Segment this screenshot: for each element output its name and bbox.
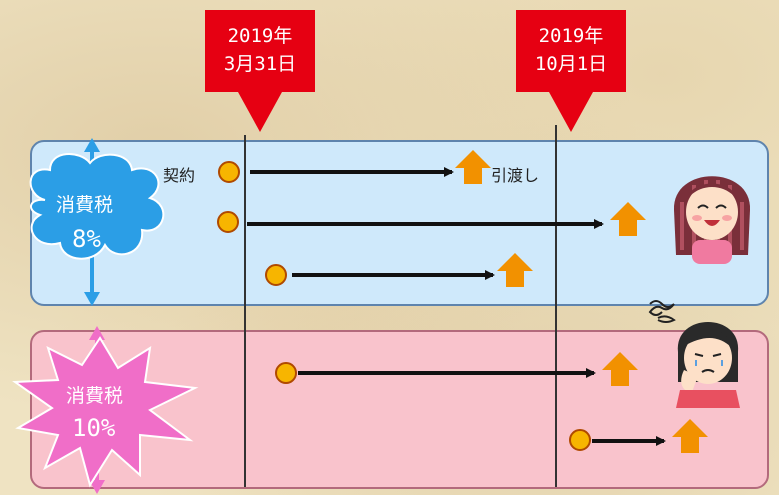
- timeline-row-5: [569, 419, 708, 453]
- date-flag-march: 2019年 3月31日: [205, 10, 315, 92]
- timeline-row-1: [218, 150, 491, 184]
- contract-label: 契約: [163, 166, 196, 185]
- date-line-march: [244, 135, 246, 487]
- tax-10-period-panel: [30, 330, 769, 489]
- date-flag-year: 2019年: [538, 25, 604, 47]
- timeline-row-3: [265, 253, 533, 287]
- tax-10-rate: 10%: [72, 414, 116, 442]
- tax-10-title: 消費税: [66, 385, 124, 407]
- worried-woman-icon: [648, 300, 740, 408]
- date-flag-october: 2019年 10月1日: [516, 10, 626, 92]
- burst-shape: [12, 336, 199, 488]
- cloud-shape: [29, 152, 165, 260]
- date-flag-day: 10月1日: [534, 53, 608, 75]
- worry-scribble-icon: [648, 300, 676, 323]
- date-line-october: [555, 125, 557, 487]
- timeline-row-4: [275, 352, 638, 386]
- delivery-label: 引渡し: [491, 166, 540, 185]
- happy-woman-icon: [673, 176, 751, 264]
- date-flag-day: 3月31日: [223, 53, 297, 75]
- tax-8-rate: 8%: [72, 225, 101, 253]
- timeline-row-2: [217, 202, 646, 236]
- tax-8-title: 消費税: [56, 194, 114, 216]
- date-flag-year: 2019年: [227, 25, 293, 47]
